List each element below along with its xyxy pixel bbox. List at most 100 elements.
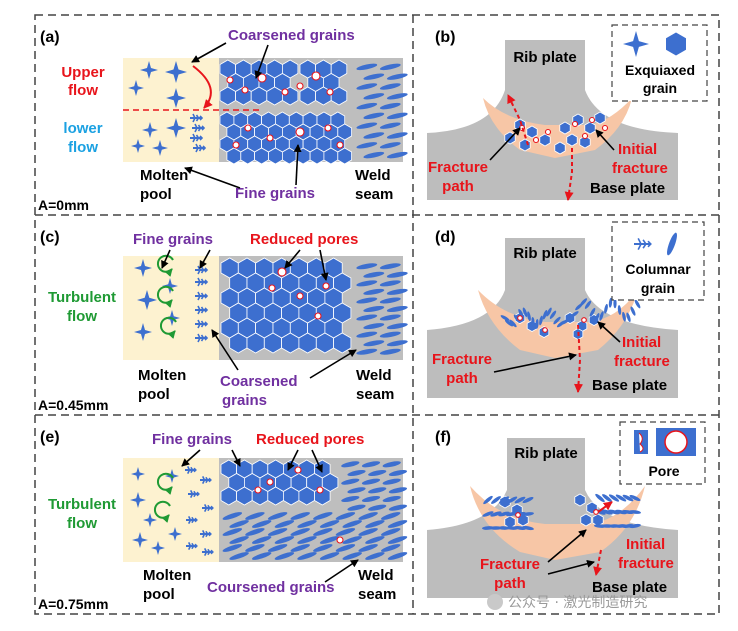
- pointer-arrow: [284, 249, 301, 269]
- pore: [244, 124, 252, 132]
- weld-seam-label-line2: seam: [356, 386, 394, 403]
- dendrite-branch: [200, 292, 205, 300]
- initial-fracture-label-line2: fracture: [612, 160, 668, 177]
- pointer-arrow: [547, 529, 587, 563]
- columnar-grain: [380, 512, 401, 520]
- columnar-grain: [274, 552, 295, 560]
- columnar-grain: [356, 280, 378, 287]
- star-grain: [130, 492, 146, 508]
- hexagon-grain: [330, 86, 348, 106]
- upper-flow-arrow: [192, 65, 213, 109]
- columnar-grain: [363, 112, 385, 120]
- columnar-grain: [626, 312, 631, 323]
- columnar-grain: [356, 63, 378, 71]
- legend-equiaxed: Exquiaxed grain: [611, 24, 708, 102]
- columnar-grain: [342, 536, 362, 544]
- panel-letter-a: (a): [40, 29, 60, 46]
- hexagon-grain: [219, 86, 237, 106]
- columnar-grain: [356, 122, 378, 129]
- columnar-grain: [386, 340, 408, 347]
- dendrite-branch: [197, 277, 201, 287]
- dendrite-branch: [199, 135, 204, 141]
- columnar-grain: [358, 544, 378, 552]
- columnar-grain: [358, 512, 378, 520]
- fracture-path-arrow: [507, 94, 529, 146]
- pointer-arrow: [547, 559, 595, 575]
- hexagon-grain: [574, 493, 586, 507]
- base-plate-label: Base plate: [592, 377, 667, 394]
- columnar-grain: [386, 73, 408, 80]
- pointer-arrow: [311, 449, 323, 473]
- dendrite-branch: [210, 549, 214, 555]
- pores: [226, 71, 344, 149]
- columnar-grain: [245, 528, 265, 536]
- dendrite-branch: [637, 238, 642, 250]
- panel-e: [123, 458, 408, 562]
- columnar-grain: [522, 496, 534, 504]
- pore: [232, 141, 240, 149]
- columnar-grain: [491, 496, 501, 504]
- hexagon-grain: [236, 486, 253, 506]
- columnar-grain: [297, 552, 317, 560]
- columnar-grain: [222, 512, 243, 520]
- dendrite-branch: [202, 145, 207, 151]
- star-grain: [140, 61, 158, 79]
- columnar-grain: [335, 544, 356, 552]
- amplitude-label: A=0mm: [38, 197, 89, 213]
- columnar-grain: [506, 496, 518, 504]
- columnar-grain: [379, 314, 401, 321]
- columnar-grain: [379, 297, 401, 304]
- star-grain: [166, 118, 186, 138]
- pointer-arrow: [324, 559, 359, 583]
- pore: [326, 88, 334, 96]
- star-grain: [152, 140, 168, 156]
- molten-pool-label-line1: Molten: [143, 567, 191, 584]
- molten-pool-label-line1: Molten: [138, 367, 186, 384]
- pore: [571, 120, 579, 128]
- swirl-arrow: [156, 285, 174, 308]
- dendrite-branch: [197, 291, 201, 301]
- star-grain: [162, 278, 178, 294]
- fracture-path-label-line2: path: [442, 178, 474, 195]
- columnar-grain: [382, 461, 401, 468]
- pore: [544, 128, 552, 136]
- dendrite-branch: [210, 505, 214, 511]
- pore: [336, 536, 344, 544]
- dendrite-grains: [195, 265, 209, 343]
- hexagon-grain: [268, 147, 283, 165]
- columnar-grain: [361, 478, 381, 485]
- columnar-grain: [630, 306, 636, 316]
- fracture-path-label-line1: Fracture: [428, 159, 488, 176]
- columnar-grain: [363, 93, 385, 100]
- panel-d: [427, 238, 678, 398]
- initial-fracture-arrow: [564, 148, 574, 201]
- columnar-grain: [387, 520, 408, 528]
- columnar-grain: [388, 469, 408, 477]
- dendrite-branch: [199, 115, 204, 121]
- dendrite-branch: [201, 125, 206, 131]
- swirl-arrow: [159, 316, 177, 339]
- initial-fracture-label-line1: Initial: [626, 536, 665, 553]
- columnar-grain: [617, 305, 622, 316]
- molten-pool-label-line1: Molten: [140, 167, 188, 184]
- columnar-grain: [368, 504, 387, 511]
- columnar-grain: [482, 511, 494, 517]
- columnar-grain: [363, 306, 385, 312]
- columnar-grain: [504, 319, 514, 327]
- columnar-grain: [368, 487, 387, 494]
- dendrite-branch: [191, 542, 195, 550]
- dendrite-branch: [197, 319, 201, 329]
- pores: [254, 466, 344, 544]
- pore: [322, 282, 330, 290]
- columnar-grain: [667, 232, 677, 256]
- columnar-grains: [356, 263, 408, 355]
- pore: [324, 124, 332, 132]
- columnar-grain: [347, 504, 366, 511]
- star-grain: [168, 527, 182, 541]
- pore: [296, 82, 304, 90]
- hexagon-grain: [333, 332, 352, 354]
- columnar-grain: [245, 512, 265, 520]
- base-plate-label: Base plate: [592, 579, 667, 596]
- columnar-grain: [500, 315, 510, 321]
- watermark-text: 公众号 · 激光制造研究: [508, 594, 647, 611]
